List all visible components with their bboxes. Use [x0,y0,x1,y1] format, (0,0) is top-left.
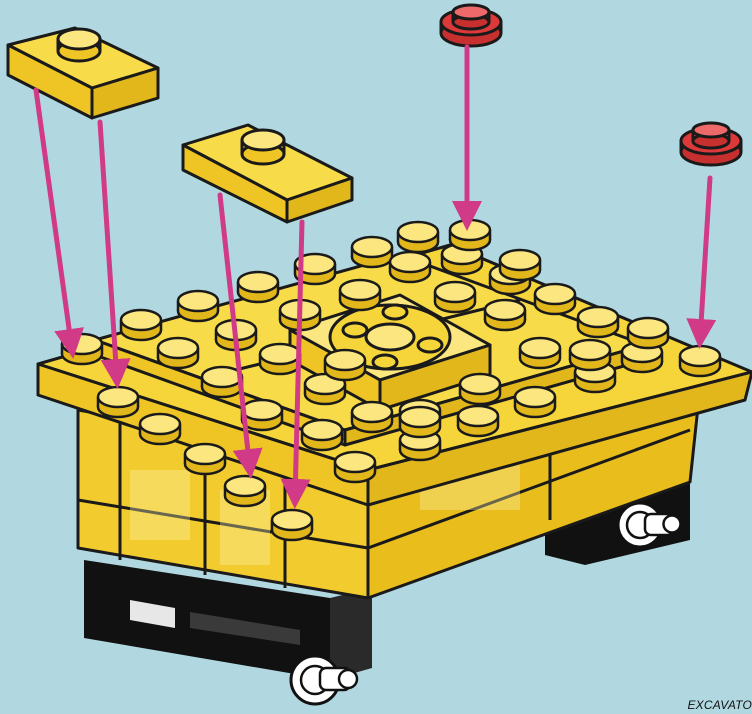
loose-plate-1x2-left [8,28,158,118]
stud [435,282,475,312]
stud [398,222,438,252]
stud [628,318,668,348]
stud [335,452,375,482]
stud [535,284,575,314]
stud [325,350,365,380]
stud [485,300,525,330]
stud [140,414,180,444]
stud [185,444,225,474]
stud [340,280,380,310]
stud [178,291,218,321]
loose-plate-1x2-center [183,125,352,222]
stud [238,272,278,302]
stud [225,476,265,506]
stud [460,374,500,404]
stud [352,402,392,432]
stud [515,387,555,417]
stud [680,346,720,376]
model-caption: EXCAVATO [687,698,752,712]
red-round-plate-top [441,5,501,46]
placement-arrow [700,178,710,340]
stud [390,252,430,282]
red-round-plate-right [681,123,741,165]
stud [500,250,540,280]
stud [302,420,342,450]
placement-arrow [36,90,72,350]
stud [520,338,560,368]
stud [158,338,198,368]
stud [450,220,490,250]
stud [458,406,498,436]
stud [98,387,138,417]
stud [121,310,161,340]
stud [242,400,282,430]
stud [272,510,312,540]
stud [352,237,392,267]
stud [570,340,610,370]
stud [578,307,618,337]
stud [202,367,242,397]
stud [400,407,440,437]
stud [260,344,300,374]
